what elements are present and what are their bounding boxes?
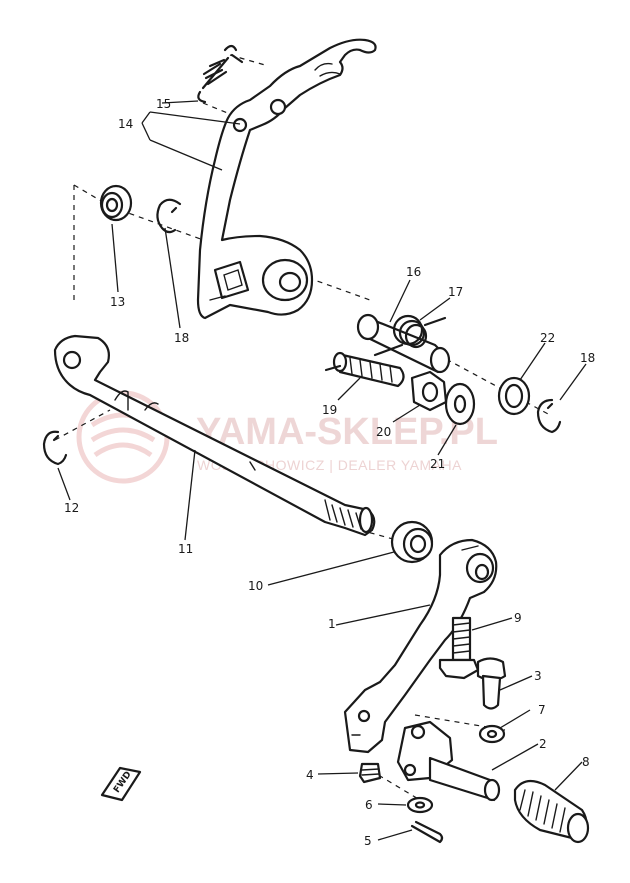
cotter-pin-part-5: [410, 820, 444, 844]
shift-shaft-part-11: [53, 334, 376, 537]
pedal-shaft-part-2: [396, 720, 501, 802]
callout-18-lower: 18: [580, 351, 595, 365]
forward-direction-marker: FWD: [100, 766, 142, 802]
circlip-part-18-lower: [536, 398, 562, 434]
callout-2: 2: [539, 737, 547, 751]
callout-6: 6: [365, 798, 373, 812]
washer-part-22: [497, 376, 531, 416]
callout-22: 22: [540, 331, 555, 345]
callout-18-upper: 18: [174, 331, 189, 345]
callout-11: 11: [178, 542, 193, 556]
washer-part-7: [478, 724, 506, 744]
callout-21: 21: [430, 457, 445, 471]
leader-lines: [57, 100, 587, 841]
pinch-bolt-part-9: [438, 616, 480, 680]
oil-seal-part-10: [390, 520, 434, 564]
callouts: 1 2 3 4 5 6 7 8 9 10 11 12 13 14 15 16 1…: [64, 97, 595, 848]
circlip-part-12: [42, 430, 68, 466]
washer-part-21: [444, 382, 476, 426]
callout-12: 12: [64, 501, 79, 515]
callout-19: 19: [322, 403, 337, 417]
callout-20: 20: [376, 425, 391, 439]
rubber-pedal-part-8: [513, 779, 590, 844]
callout-3: 3: [534, 669, 542, 683]
torsion-spring-part-17: [373, 314, 447, 357]
callout-14: 14: [118, 117, 133, 131]
callout-15: 15: [156, 97, 171, 111]
callout-13: 13: [110, 295, 125, 309]
bushing-part-13: [99, 184, 133, 222]
nut-part-4: [358, 762, 382, 784]
circlip-part-18-upper: [156, 198, 182, 234]
callout-16: 16: [406, 265, 421, 279]
shift-lever-part-1: [343, 538, 498, 754]
callout-5: 5: [364, 834, 372, 848]
washer-part-6: [406, 796, 434, 814]
callout-10: 10: [248, 579, 263, 593]
mounting-bolt-part-3: [476, 657, 507, 710]
callout-17: 17: [448, 285, 463, 299]
callout-1: 1: [328, 617, 336, 631]
callout-9: 9: [514, 611, 522, 625]
callout-7: 7: [538, 703, 546, 717]
callout-8: 8: [582, 755, 590, 769]
shift-arm-part-14: [196, 38, 377, 320]
nut-part-20: [410, 370, 448, 412]
spring-part-15: [197, 44, 244, 104]
callout-4: 4: [306, 768, 314, 782]
watermark-brand: YAMA-SKLEP.PL: [196, 411, 498, 453]
bolt-part-19: [324, 351, 405, 388]
